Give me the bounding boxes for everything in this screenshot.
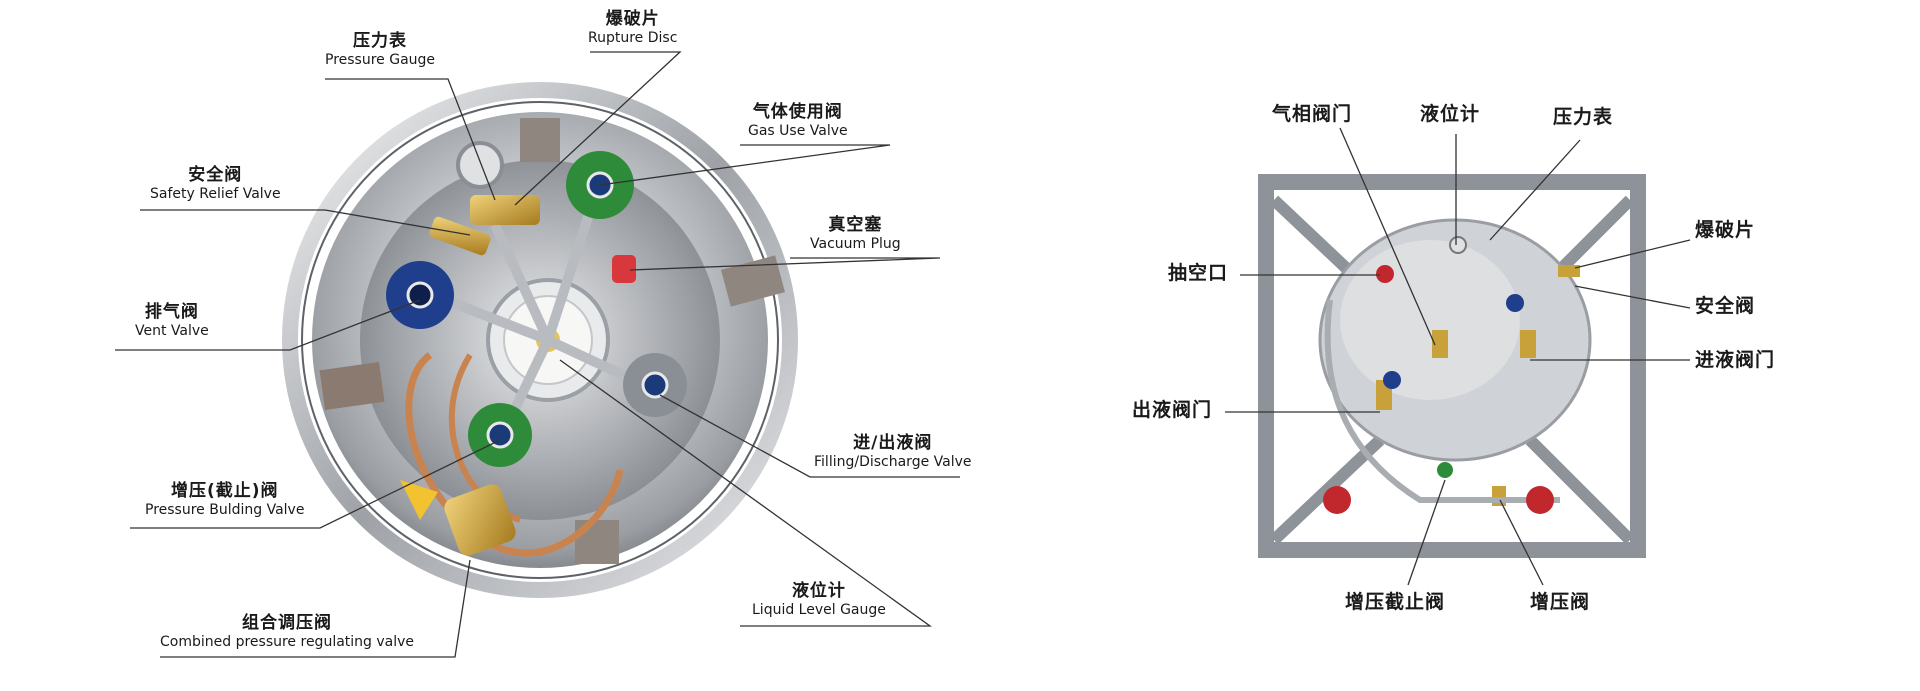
label-vacuum-plug: 真空塞 Vacuum Plug	[810, 215, 901, 252]
label-liquid-level-gauge-cn: 液位计	[791, 581, 846, 601]
label-gas-use-valve-cn: 气体使用阀	[752, 102, 843, 122]
label-pb-stop-valve: 增压截止阀	[1345, 591, 1446, 614]
label-gas-use-valve: 气体使用阀 Gas Use Valve	[748, 102, 848, 139]
label-rupture-disc-en: Rupture Disc	[588, 29, 678, 46]
label-vacuum-plug-en: Vacuum Plug	[810, 235, 901, 252]
label-vacuum-plug-cn: 真空塞	[828, 215, 883, 235]
label-filling-discharge-valve-cn: 进/出液阀	[853, 433, 933, 453]
label-rupture-disc-cn: 爆破片	[605, 9, 660, 29]
label-pressure-building-valve-en: Pressure Bulding Valve	[145, 501, 305, 518]
label-pb-stop-valve-text: 增压截止阀	[1345, 591, 1446, 613]
label-safety-relief-valve-en: Safety Relief Valve	[150, 185, 281, 202]
wheel-left	[1323, 486, 1351, 514]
label-pressure-gauge-right: 压力表	[1553, 106, 1614, 129]
label-safety-valve-text: 安全阀	[1695, 295, 1756, 317]
label-pressure-gauge: 压力表 Pressure Gauge	[325, 31, 436, 68]
label-inlet-valve-text: 进液阀门	[1695, 349, 1776, 371]
label-exhaust-port-text: 抽空口	[1168, 262, 1229, 284]
label-filling-discharge-valve: 进/出液阀 Filling/Discharge Valve	[814, 433, 972, 470]
label-pressure-gauge-right-text: 压力表	[1553, 106, 1614, 128]
label-pressure-building-valve: 增压(截止)阀 Pressure Bulding Valve	[145, 481, 305, 518]
label-outlet-valve: 出液阀门	[1132, 399, 1213, 422]
pressure-gauge-dial	[456, 141, 504, 189]
label-safety-relief-valve: 安全阀 Safety Relief Valve	[150, 165, 281, 202]
label-rupture-disc-right-text: 爆破片	[1695, 219, 1756, 241]
label-gas-phase-valve: 气相阀门	[1272, 103, 1353, 126]
label-liquid-level-gauge-en: Liquid Level Gauge	[752, 601, 886, 618]
label-level-gauge: 液位计	[1420, 103, 1481, 126]
vent-valve-wheel	[386, 261, 454, 329]
label-inlet-valve: 进液阀门	[1695, 349, 1776, 372]
label-safety-relief-valve-cn: 安全阀	[188, 165, 243, 185]
tank-frame-illustration	[1258, 174, 1646, 558]
label-combined-pressure-valve-en: Combined pressure regulating valve	[160, 633, 415, 650]
label-gas-use-valve-en: Gas Use Valve	[748, 122, 848, 139]
label-vent-valve-en: Vent Valve	[135, 322, 209, 339]
label-pb-valve-text: 增压阀	[1530, 591, 1591, 613]
outer-ring	[282, 82, 798, 598]
label-combined-pressure-valve: 组合调压阀 Combined pressure regulating valve	[160, 613, 415, 650]
label-pressure-gauge-en: Pressure Gauge	[325, 51, 436, 68]
label-vent-valve: 排气阀 Vent Valve	[135, 302, 209, 339]
label-level-gauge-text: 液位计	[1420, 103, 1481, 125]
label-filling-discharge-valve-en: Filling/Discharge Valve	[814, 453, 972, 470]
label-safety-valve: 安全阀	[1695, 295, 1756, 318]
label-vent-valve-cn: 排气阀	[144, 302, 199, 322]
label-rupture-disc: 爆破片 Rupture Disc	[588, 9, 678, 46]
label-pb-valve: 增压阀	[1530, 591, 1591, 614]
filling-valve-wheel	[623, 353, 687, 417]
pressure-building-valve-wheel	[468, 403, 532, 467]
label-rupture-disc-right: 爆破片	[1695, 219, 1756, 242]
label-exhaust-port: 抽空口	[1168, 262, 1229, 285]
wheel-right	[1526, 486, 1554, 514]
label-liquid-level-gauge: 液位计 Liquid Level Gauge	[752, 581, 886, 618]
label-combined-pressure-valve-cn: 组合调压阀	[242, 613, 333, 633]
label-gas-phase-valve-text: 气相阀门	[1272, 103, 1353, 125]
label-pressure-gauge-cn: 压力表	[353, 31, 408, 51]
label-outlet-valve-text: 出液阀门	[1132, 399, 1213, 421]
label-pressure-building-valve-cn: 增压(截止)阀	[170, 481, 279, 501]
